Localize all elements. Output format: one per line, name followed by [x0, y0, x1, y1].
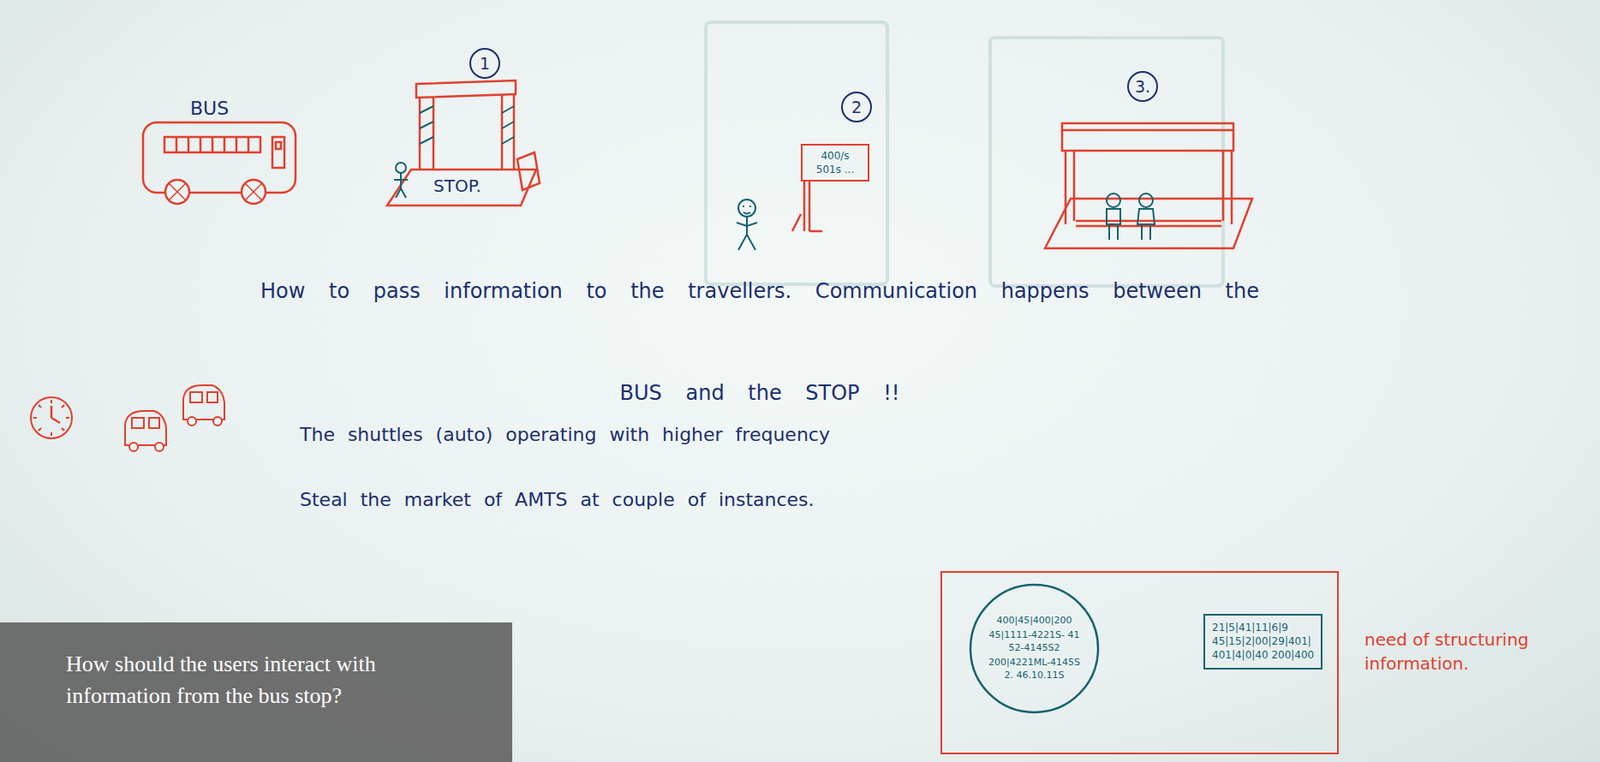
person-figure	[1106, 193, 1155, 240]
circle-outline	[970, 585, 1099, 713]
sign-text: 400/s 501s ...	[807, 149, 863, 177]
callout-number: 3.	[1134, 77, 1151, 96]
stop-label: STOP.	[433, 175, 482, 197]
auto-rickshaw	[125, 385, 225, 452]
circle-entry: 400|45|400|200	[996, 614, 1072, 628]
sign-board: 400/s 501s ...	[800, 143, 870, 182]
table-row: 401|4|0|40 200|400	[1211, 648, 1314, 663]
callout-number: 2	[851, 97, 862, 117]
info-circle: 400|45|400|20045|1111-4221S- 4152-4145S2…	[968, 583, 1100, 715]
vehicle-label: BUS	[190, 97, 229, 120]
table-row: 21|5|41|11|6|9	[1211, 620, 1314, 635]
bus-drawing	[143, 122, 296, 204]
clock-icon	[30, 397, 72, 439]
bus-shelter	[1044, 123, 1253, 249]
main-note: How to pass information to the traveller…	[256, 240, 1263, 445]
caption: How should the users interact with infor…	[65, 648, 478, 712]
table-row: 45|15|2|00|29|401|	[1211, 634, 1314, 649]
circle-entry: 45|1111-4221S- 4152-4145S2	[986, 629, 1083, 656]
info-table: 21|5|41|11|6|945|15|2|00|29|401|401|4|0|…	[1203, 614, 1323, 670]
callout-number: 1	[479, 53, 490, 73]
circle-entry: 200|4221ML-4145S2. 46.10.11S	[986, 656, 1083, 683]
panel-note: need of structuring information.	[1364, 627, 1562, 676]
erased-sketch	[705, 22, 1224, 287]
bus-shelter	[387, 80, 540, 206]
person-figure	[736, 199, 758, 251]
caption-panel: How should the users interact with infor…	[0, 622, 513, 762]
shuttle-note: The shuttles (auto) operating with highe…	[299, 402, 837, 533]
info-panel: need of structuring information.400|45|4…	[940, 571, 1339, 755]
callout-circle	[470, 48, 1158, 122]
glass-hatching	[419, 106, 514, 144]
person-figure	[394, 162, 408, 198]
